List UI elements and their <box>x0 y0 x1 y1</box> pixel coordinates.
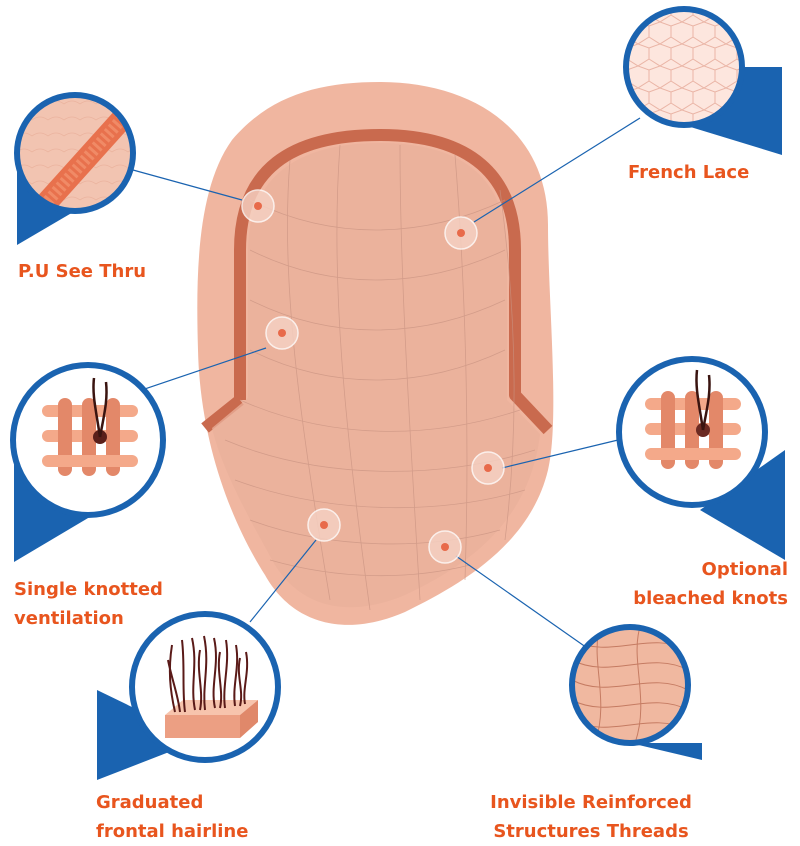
label-pu-see-thru: P.U See Thru <box>18 257 146 286</box>
callout-bleached-knots <box>619 359 785 560</box>
label-graduated-frontal-hairline: Graduated frontal hairline <box>96 788 248 846</box>
connector-threads <box>456 556 590 650</box>
callout-threads <box>572 627 702 760</box>
hotspot-threads <box>429 531 461 563</box>
callout-pu-see-thru <box>17 95 133 245</box>
label-invisible-reinforced-threads: Invisible Reinforced Structures Threads <box>460 788 722 846</box>
callout-single-knot <box>13 365 163 562</box>
hotspot-pu <box>242 190 274 222</box>
hotspot-hairline <box>308 509 340 541</box>
callout-french-lace <box>626 9 782 155</box>
hotspot-single-knot <box>266 317 298 349</box>
callout-hairline <box>97 614 278 780</box>
label-single-knotted-ventilation: Single knotted ventilation <box>14 575 163 633</box>
label-french-lace: French Lace <box>628 158 749 187</box>
hotspot-french-lace <box>445 217 477 249</box>
label-optional-bleached-knots: Optional bleached knots <box>633 555 788 613</box>
hotspot-bleached <box>472 452 504 484</box>
